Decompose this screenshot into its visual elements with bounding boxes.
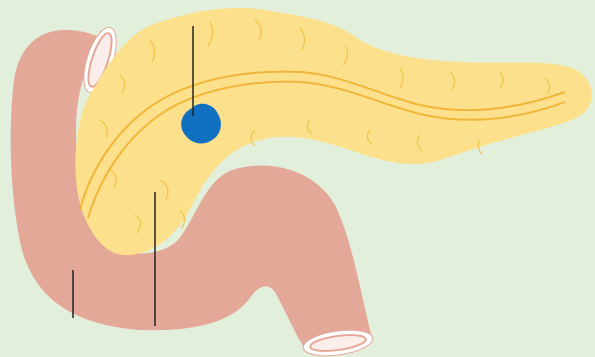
anatomy-diagram	[0, 0, 595, 357]
pancreas-duodenum-illustration	[0, 0, 595, 357]
